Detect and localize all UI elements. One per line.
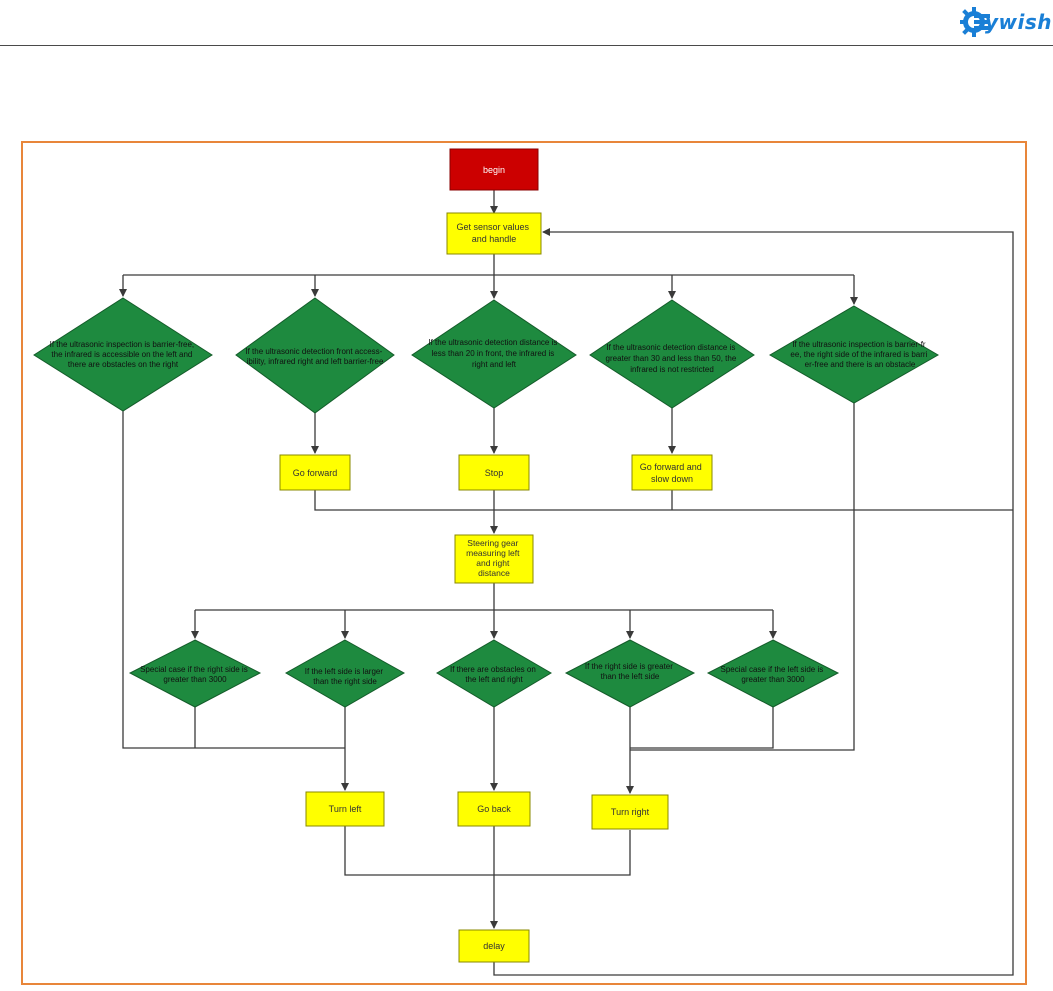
node-steering-line1: Steering gear (467, 538, 518, 548)
gear-e-icon (960, 7, 990, 37)
node-go-back: Go back (457, 791, 531, 827)
decision-s2: If the left side is larger than the righ… (284, 639, 406, 708)
decision-d1: If the ultrasonic inspection is barrier-… (33, 297, 213, 412)
svg-text:If the left side is larger: If the left side is larger than the righ… (305, 667, 386, 686)
node-begin: begin (449, 148, 539, 191)
node-steering: Steering gear measuring left and right d… (454, 534, 534, 584)
svg-text:If the right side is greater: If the right side is greater than the le… (585, 662, 675, 681)
svg-text:Go forward and slow down: Go forward and slow down (640, 462, 705, 484)
decision-d2: If the ultrasonic detection front access… (235, 297, 395, 414)
edge-d1-down (122, 411, 345, 749)
svg-text:Special case if the left side: Special case if the left side is greater… (721, 665, 826, 684)
decision-s3-line1: If there are obstacles on (450, 665, 536, 674)
brand-logo (960, 2, 1050, 42)
node-delay: delay (458, 929, 530, 963)
node-turn-left-label: Turn left (329, 804, 362, 814)
diagram-frame (21, 141, 1027, 985)
connectors (119, 190, 1014, 976)
node-stop-label: Stop (485, 468, 504, 478)
node-go-forward: Go forward (279, 454, 351, 491)
decision-s1: Special case if the right side is greate… (128, 639, 262, 708)
decision-s2-line2: than the right side (313, 677, 377, 686)
node-steering-line4: distance (478, 568, 510, 578)
node-delay-label: delay (483, 941, 505, 951)
svg-text:If the ultrasonic inspection i: If the ultrasonic inspection is barrier-… (50, 340, 197, 369)
decision-d2-line2: ibility, infrared right and left barrier… (247, 357, 384, 366)
decision-d5-line3: er-free and there is an obstacle (805, 360, 916, 369)
decision-s5: Special case if the left side is greater… (706, 639, 840, 708)
decision-s5-line1: Special case if the left side is (721, 665, 824, 674)
node-get-sensor: Get sensor values and handle (446, 212, 542, 255)
decision-d5-line1: If the ultrasonic inspection is barrier-… (792, 340, 926, 349)
edge-loop-back-sensor (542, 228, 1014, 510)
edge-s5-down (630, 707, 774, 749)
node-get-sensor-line1: Get sensor values (456, 222, 529, 232)
decision-d4: If the ultrasonic detection distance is … (589, 299, 755, 409)
logo-text: ywish (985, 10, 1053, 34)
svg-text:If the ultrasonic detection di: If the ultrasonic detection distance is … (606, 343, 739, 374)
svg-text:Steering gear measuring: Steering gear measuring left and right d… (466, 538, 522, 578)
node-go-forward-slow-line2: slow down (651, 474, 693, 484)
node-go-forward-slow: Go forward and slow down (631, 454, 713, 491)
svg-text:If the ultrasonic detection fr: If the ultrasonic detection front access… (245, 347, 384, 366)
node-steering-line2: measuring left (466, 548, 520, 558)
decision-d1-line2: the infrared is accessible on the left a… (51, 350, 192, 359)
decision-s3: If there are obstacles on the left and r… (436, 639, 552, 708)
node-steering-line3: and right (476, 558, 510, 568)
header-rule (0, 45, 1053, 46)
svg-text:If there are obstacles on: If there are obstacles on the left and r… (450, 665, 538, 684)
svg-text:If the ultrasonic detection di: If the ultrasonic detection distance is … (428, 338, 559, 369)
edge-forward-loop (314, 490, 1013, 511)
node-begin-label: begin (483, 165, 505, 175)
decision-s4-line2: than the left side (601, 672, 660, 681)
decision-s2-line1: If the left side is larger (305, 667, 384, 676)
svg-text:Get sensor values and ha: Get sensor values and handle (456, 222, 531, 244)
decision-d2-line1: If the ultrasonic detection front access… (245, 347, 382, 356)
decision-d3: If the ultrasonic detection distance is … (411, 299, 577, 409)
decision-d5: If the ultrasonic inspection is barrier-… (769, 305, 939, 404)
node-go-forward-slow-line1: Go forward and (640, 462, 702, 472)
decision-d3-line2: less than 20 in front, the infrared is (432, 349, 555, 358)
node-go-back-label: Go back (477, 804, 511, 814)
decision-d1-line3: there are obstacles on the right (68, 360, 179, 369)
decision-d4-line1: If the ultrasonic detection distance is (606, 343, 735, 352)
decision-d4-line2: greater than 30 and less than 50, the (606, 354, 737, 363)
decision-d3-line3: right and left (472, 360, 517, 369)
decision-s1-line1: Special case if the right side is (140, 665, 248, 674)
decision-s5-line2: greater than 3000 (741, 675, 805, 684)
edge-turnleft-join (344, 826, 631, 876)
decision-s1-line2: greater than 3000 (163, 675, 227, 684)
node-go-forward-label: Go forward (293, 468, 338, 478)
node-get-sensor-line2: and handle (472, 234, 517, 244)
decision-d1-line1: If the ultrasonic inspection is barrier-… (50, 340, 195, 349)
svg-text:If the ultrasonic inspection i: If the ultrasonic inspection is barrier-… (790, 340, 929, 369)
decision-s4-line1: If the right side is greater (585, 662, 673, 671)
decision-s3-line2: the left and right (465, 675, 523, 684)
decision-d3-line1: If the ultrasonic detection distance is (428, 338, 557, 347)
node-turn-right-label: Turn right (611, 807, 650, 817)
decision-d5-line2: ee, the right side of the infrared is ba… (790, 350, 927, 359)
edge-delay-loop (493, 510, 1014, 976)
decision-d4-line3: infrared is not restricted (630, 365, 714, 374)
svg-text:Special case if the right side: Special case if the right side is greate… (140, 665, 250, 684)
node-stop: Stop (458, 454, 530, 491)
edge-d5-down (630, 403, 855, 751)
node-turn-left: Turn left (305, 791, 385, 827)
decision-s4: If the right side is greater than the le… (564, 639, 696, 708)
node-turn-right: Turn right (591, 794, 669, 830)
